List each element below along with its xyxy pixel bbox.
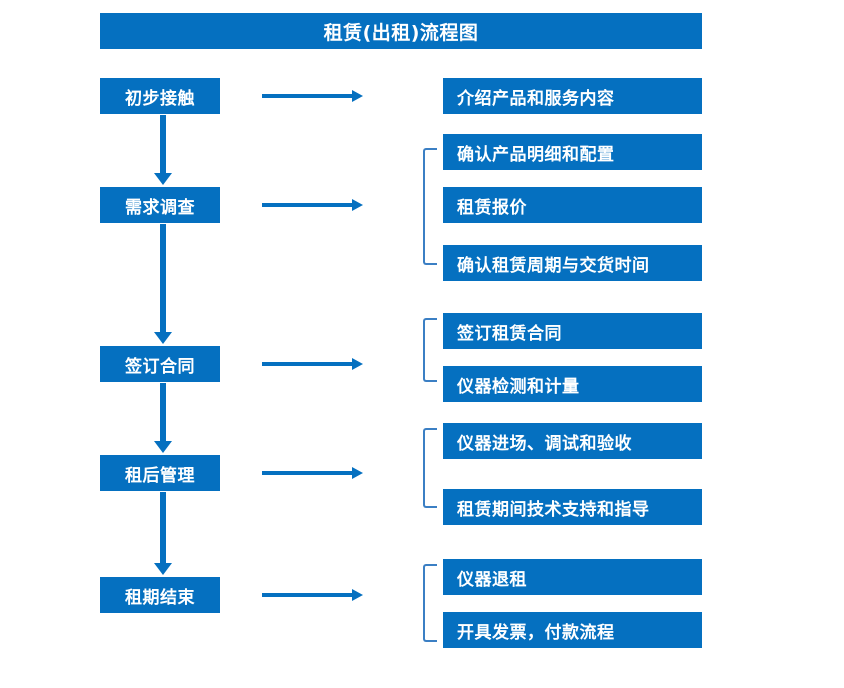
arrow-head (352, 358, 363, 370)
detail-box-4-2[interactable]: 租赁期间技术支持和指导 (443, 489, 702, 525)
group-bracket-stage-4 (423, 428, 437, 508)
arrow-shaft (262, 362, 354, 366)
detail-box-4-1[interactable]: 仪器进场、调试和验收 (443, 423, 702, 459)
detail-box-3-2[interactable]: 仪器检测和计量 (443, 366, 702, 402)
stage-box-initial-contact[interactable]: 初步接触 (100, 78, 220, 114)
detail-box-3-1[interactable]: 签订租赁合同 (443, 313, 702, 349)
arrow-head (154, 441, 172, 453)
arrow-right-icon-stage-1 (262, 88, 363, 104)
arrow-shaft (160, 224, 166, 332)
arrow-shaft (160, 383, 166, 441)
arrow-right-icon-stage-4 (262, 465, 363, 481)
detail-box-5-2[interactable]: 开具发票，付款流程 (443, 612, 702, 648)
stage-box-sign-contract[interactable]: 签订合同 (100, 346, 220, 382)
arrow-shaft (262, 471, 354, 475)
group-bracket-stage-3 (423, 318, 437, 382)
arrow-head (352, 90, 363, 102)
detail-box-5-1[interactable]: 仪器退租 (443, 559, 702, 595)
arrow-right-icon-stage-3 (262, 356, 363, 372)
arrow-down-icon-1 (154, 115, 172, 185)
detail-box-1-1[interactable]: 介绍产品和服务内容 (443, 78, 702, 114)
arrow-head (352, 467, 363, 479)
arrow-down-icon-3 (154, 383, 172, 453)
arrow-head (154, 332, 172, 344)
arrow-down-icon-2 (154, 224, 172, 344)
stage-box-post-rental-management[interactable]: 租后管理 (100, 455, 220, 491)
diagram-title: 租赁(出租)流程图 (100, 13, 702, 49)
arrow-head (154, 173, 172, 185)
arrow-shaft (262, 593, 354, 597)
stage-box-lease-end[interactable]: 租期结束 (100, 577, 220, 613)
arrow-right-icon-stage-2 (262, 197, 363, 213)
arrow-shaft (262, 94, 354, 98)
arrow-head (352, 589, 363, 601)
arrow-down-icon-4 (154, 492, 172, 575)
arrow-shaft (160, 492, 166, 563)
detail-box-2-2[interactable]: 租赁报价 (443, 187, 702, 223)
detail-box-2-1[interactable]: 确认产品明细和配置 (443, 134, 702, 170)
arrow-right-icon-stage-5 (262, 587, 363, 603)
detail-box-2-3[interactable]: 确认租赁周期与交货时间 (443, 245, 702, 281)
arrow-head (154, 563, 172, 575)
arrow-head (352, 199, 363, 211)
group-bracket-stage-5 (423, 564, 437, 642)
arrow-shaft (262, 203, 354, 207)
stage-box-needs-survey[interactable]: 需求调查 (100, 187, 220, 223)
group-bracket-stage-2 (423, 148, 437, 265)
arrow-shaft (160, 115, 166, 173)
